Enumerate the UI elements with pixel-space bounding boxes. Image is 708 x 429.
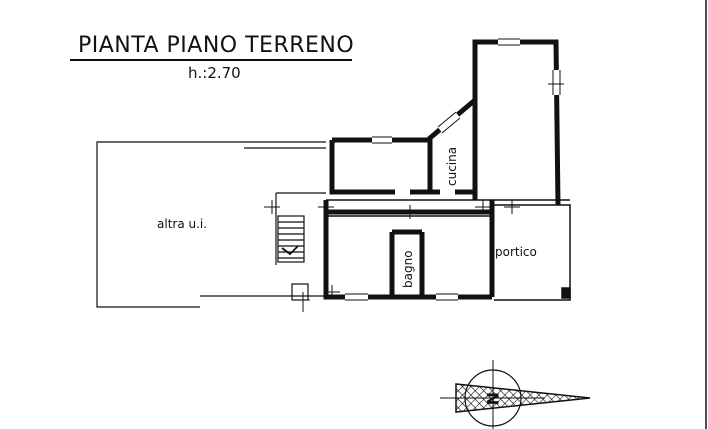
axis-crosses [264, 83, 564, 312]
opening-marks [345, 38, 561, 301]
room-label-kitchen: cucina [445, 147, 459, 186]
room-label-other-unit: altra u.i. [157, 217, 207, 231]
north-arrow-letter: N [483, 392, 502, 405]
room-label-bathroom: bagno [401, 250, 415, 288]
openings [345, 38, 561, 301]
room-label-porch: portico [495, 245, 537, 259]
north-arrow: N [440, 360, 591, 429]
other-unit-outline [96, 141, 326, 308]
staircase [277, 215, 305, 263]
porch-outline [490, 204, 571, 301]
inner-wall-lines [326, 199, 570, 217]
ceiling-height-label: h.:2.70 [188, 64, 241, 82]
plan-title: PIANTA PIANO TERRENO [78, 33, 354, 58]
